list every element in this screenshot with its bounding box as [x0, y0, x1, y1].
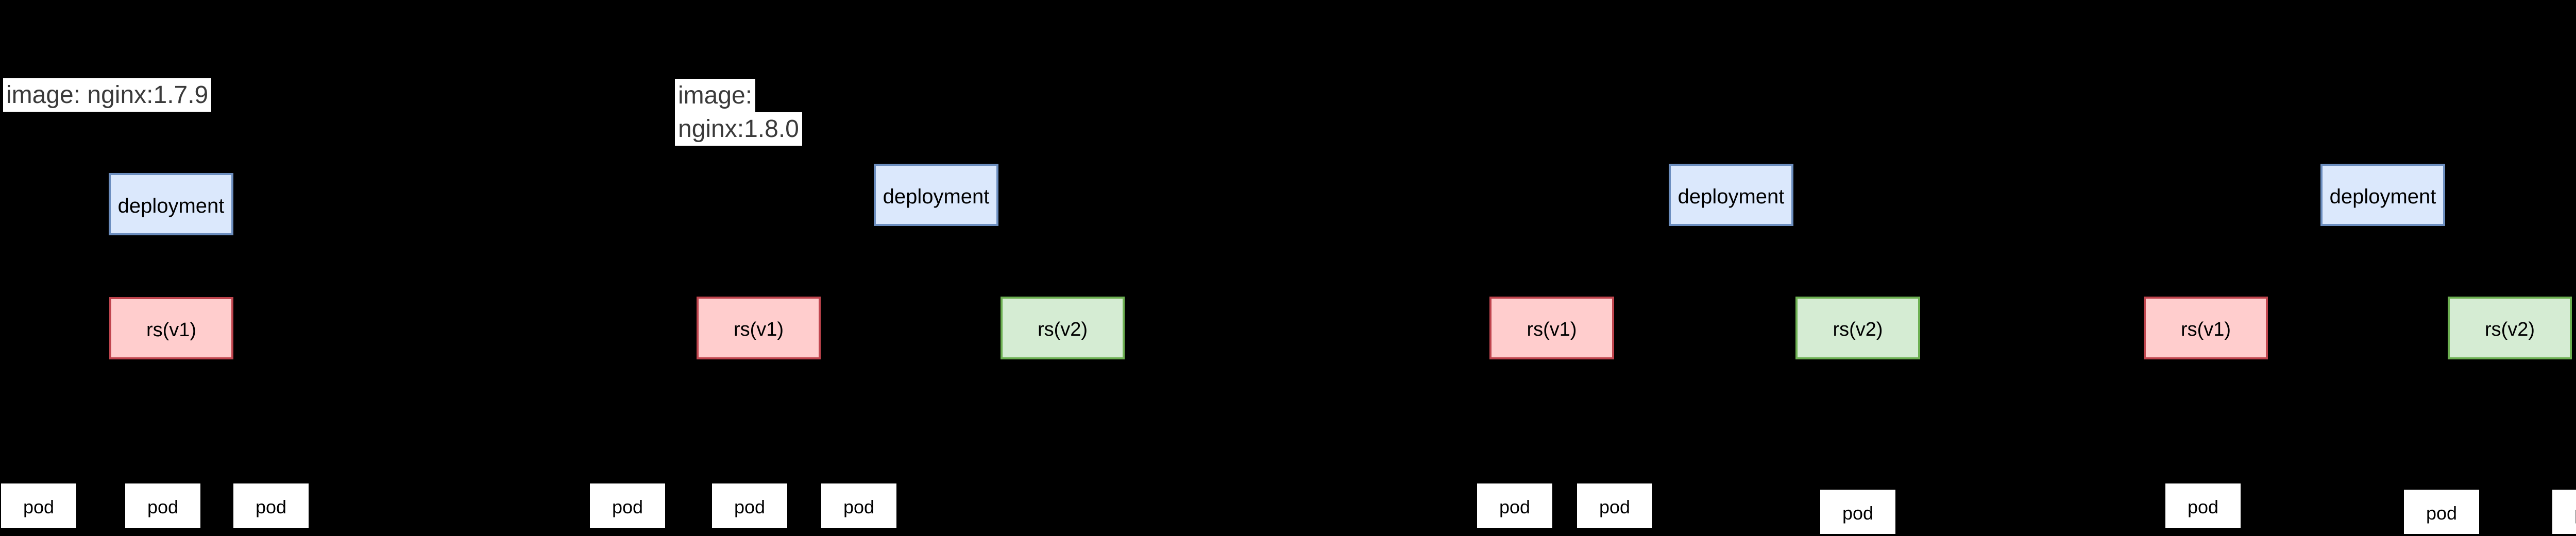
replicaset-v2-box: rs(v2) [1001, 297, 1125, 359]
image-version-label: image: nginx:1.7.9 [3, 78, 212, 112]
pod-box: pod [1477, 483, 1552, 528]
replicaset-v1-box: rs(v1) [697, 297, 821, 359]
deployment-box: deployment [2320, 164, 2445, 226]
deployment-box: deployment [109, 173, 233, 235]
pod-box: pod [712, 483, 787, 528]
image-version-label-line: image: [675, 79, 756, 112]
pod-box: pod [2552, 490, 2576, 534]
replicaset-v2-box: rs(v2) [1795, 297, 1920, 359]
deployment-box: deployment [1669, 164, 1793, 226]
pod-box: pod [1820, 490, 1895, 534]
pod-box: pod [1, 483, 76, 528]
pod-box: pod [1577, 483, 1652, 528]
replicaset-v1-box: rs(v1) [109, 297, 233, 359]
pod-box: pod [821, 483, 896, 528]
replicaset-v1-box: rs(v1) [1489, 297, 1614, 359]
pod-box: pod [125, 483, 200, 528]
replicaset-v2-box: rs(v2) [2448, 297, 2572, 359]
image-version-label-line: nginx:1.8.0 [675, 112, 802, 146]
image-version-label-line: image: nginx:1.7.9 [3, 78, 212, 112]
pod-box: pod [2165, 483, 2241, 528]
deployment-box: deployment [874, 164, 998, 226]
pod-box: pod [590, 483, 665, 528]
pod-box: pod [233, 483, 309, 528]
image-version-label: image:nginx:1.8.0 [675, 79, 802, 146]
pod-box: pod [2404, 490, 2479, 534]
replicaset-v1-box: rs(v1) [2144, 297, 2268, 359]
